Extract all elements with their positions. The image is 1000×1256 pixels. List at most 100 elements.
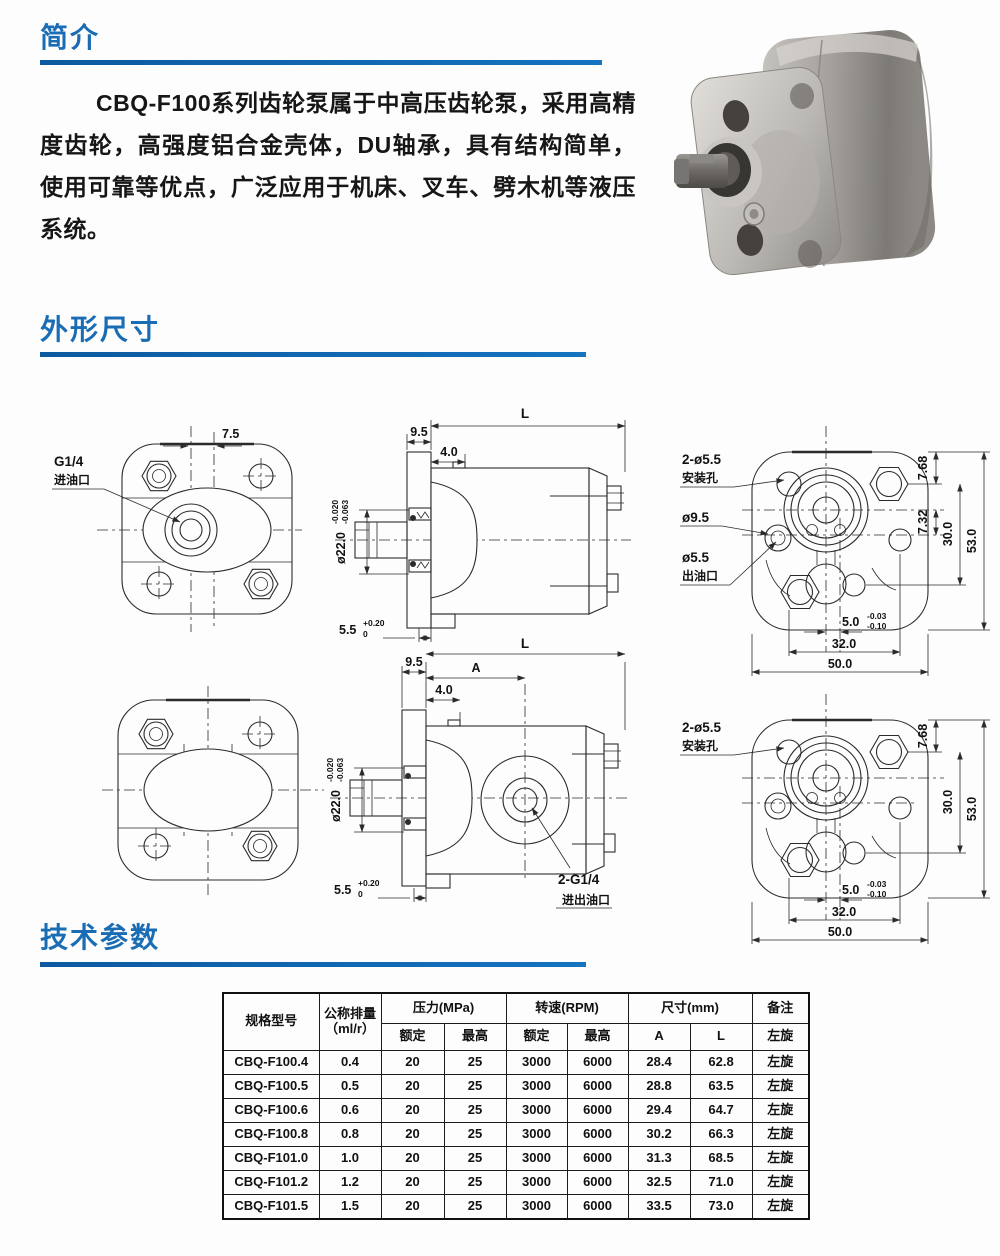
inlet-port-label: 进油口: [54, 472, 90, 487]
cell-p-max: 25: [443, 1121, 507, 1147]
cell-disp: 0.5: [318, 1073, 382, 1099]
dim-5-0: 5.0: [842, 883, 859, 897]
col-header-pressure: 压力(MPa): [380, 992, 507, 1024]
cell-remark: 左旋: [751, 1121, 810, 1147]
col-header-displacement-line2: （ml/r）: [325, 1020, 375, 1036]
cell-n-max: 6000: [566, 1049, 629, 1075]
dim-7-32: 7.32: [916, 510, 930, 534]
cell-n-rated: 3000: [505, 1169, 568, 1195]
cell-disp: 1.2: [318, 1169, 382, 1195]
cell-p-rated: 20: [380, 1193, 445, 1219]
cell-a: 31.3: [627, 1145, 691, 1171]
cell-l: 62.8: [689, 1049, 753, 1075]
cell-p-max: 25: [443, 1097, 507, 1123]
cell-l: 68.5: [689, 1145, 753, 1171]
cell-model: CBQ-F100.8: [222, 1121, 320, 1147]
dim-7-68: 7.68: [916, 456, 930, 480]
bolt-hex-bottom-left: [780, 574, 820, 610]
cell-n-rated: 3000: [505, 1145, 568, 1171]
cell-model: CBQ-F101.0: [222, 1145, 320, 1171]
cell-l: 66.3: [689, 1121, 753, 1147]
cell-n-rated: 3000: [505, 1193, 568, 1219]
drawing-side-view-top: L 9.5 4.0 ø22.0 -0.020 -0.063 5.5 +0.20 …: [325, 392, 637, 649]
bolt-hex-bottom-left: [780, 842, 820, 878]
mount-name-label: 安装孔: [682, 470, 718, 485]
dim-key: 5.5: [339, 623, 356, 637]
cell-n-rated: 3000: [505, 1121, 568, 1147]
dim-key-tol-upper: +0.20: [363, 618, 385, 628]
col-header-remark: 备注: [751, 992, 810, 1024]
cell-p-max: 25: [443, 1049, 507, 1075]
cell-disp: 0.8: [318, 1121, 382, 1147]
table-row: CBQ-F100.6 0.6 20 25 3000 6000 29.4 64.7…: [222, 1097, 810, 1123]
table-row: CBQ-F101.0 1.0 20 25 3000 6000 31.3 68.5…: [222, 1145, 810, 1171]
dim-5-0-tol-upper: -0.03: [867, 611, 887, 621]
cell-a: 33.5: [627, 1193, 691, 1219]
dim-7-68: 7.68: [916, 724, 930, 748]
cell-disp: 1.5: [318, 1193, 382, 1219]
dim-5-0-tol-upper: -0.03: [867, 879, 887, 889]
drawing-rear-view-bottom: 2-ø5.5 安装孔 7.68 30.0 53.0 5.0 -0.03 -0.1…: [676, 668, 998, 955]
dim-5-0-tol-lower: -0.10: [867, 621, 887, 631]
dim-shaft-dia: ø22.0: [329, 790, 343, 822]
product-photo: [672, 14, 944, 288]
cell-p-rated: 20: [380, 1121, 445, 1147]
intro-paragraph: CBQ-F100系列齿轮泵属于中高压齿轮泵，采用高精度齿轮，高强度铝合金壳体，D…: [40, 90, 636, 242]
dia-5-5-label: ø5.5: [682, 550, 710, 565]
bolt-hex-top-left: [138, 718, 174, 750]
dim-key-tol-upper: +0.20: [358, 878, 380, 888]
dim-4-0: 4.0: [440, 445, 457, 459]
cell-model: CBQ-F101.2: [222, 1169, 320, 1195]
cell-disp: 1.0: [318, 1145, 382, 1171]
cell-n-max: 6000: [566, 1193, 629, 1219]
cell-n-max: 6000: [566, 1169, 629, 1195]
intro-title: 简介: [40, 22, 101, 53]
params-title: 技术参数: [40, 922, 161, 953]
mount-holes-label: 2-ø5.5: [682, 720, 722, 735]
intro-rule: [40, 60, 602, 65]
subheader-pressure-rated: 额定: [380, 1022, 445, 1051]
dim-shaft-tol-lower: -0.063: [335, 758, 345, 782]
bolt-hex-top-left: [141, 460, 177, 492]
cell-model: CBQ-F100.4: [222, 1049, 320, 1075]
cell-n-max: 6000: [566, 1073, 629, 1099]
subheader-pressure-max: 最高: [443, 1022, 507, 1051]
drawing-front-view-top: 7.5 G1/4 进油口: [42, 398, 304, 645]
cell-a: 30.2: [627, 1121, 691, 1147]
dim-shaft-tol-upper: -0.020: [330, 500, 340, 524]
subheader-remark: 左旋: [751, 1022, 810, 1051]
cell-remark: 左旋: [751, 1073, 810, 1099]
dim-4-0: 4.0: [435, 683, 452, 697]
cell-remark: 左旋: [751, 1145, 810, 1171]
cell-l: 73.0: [689, 1193, 753, 1219]
mount-name-label: 安装孔: [682, 738, 718, 753]
col-header-displacement: 公称排量 （ml/r）: [318, 992, 382, 1051]
outline-title: 外形尺寸: [40, 314, 161, 345]
cell-a: 29.4: [627, 1097, 691, 1123]
dim-shaft-tol-upper: -0.020: [325, 758, 335, 782]
cell-model: CBQ-F101.5: [222, 1193, 320, 1219]
drawing-side-view-bottom: L 9.5 A 4.0 ø22.0 -0.020 -0.063 5.5 +0.2…: [320, 632, 660, 937]
cell-n-max: 6000: [566, 1121, 629, 1147]
dim-key: 5.5: [334, 883, 351, 897]
dim-5-0-tol-lower: -0.10: [867, 889, 887, 899]
cell-p-rated: 20: [380, 1145, 445, 1171]
cell-remark: 左旋: [751, 1097, 810, 1123]
cell-remark: 左旋: [751, 1169, 810, 1195]
dim-53-0: 53.0: [965, 797, 979, 821]
cell-l: 64.7: [689, 1097, 753, 1123]
port-thread-label: 2-G1/4: [558, 872, 600, 887]
cell-n-rated: 3000: [505, 1097, 568, 1123]
table-row: CBQ-F100.4 0.4 20 25 3000 6000 28.4 62.8…: [222, 1049, 810, 1075]
cell-l: 71.0: [689, 1169, 753, 1195]
gear-pump-photo-illustration: [674, 30, 936, 276]
dim-30-0: 30.0: [941, 522, 955, 546]
port-name-label: 进出油口: [562, 892, 610, 907]
cell-model: CBQ-F100.5: [222, 1073, 320, 1099]
dim-key-tol-lower: 0: [358, 889, 363, 899]
dim-30-0: 30.0: [941, 790, 955, 814]
dim-50-0: 50.0: [828, 925, 852, 939]
dim-L: L: [521, 636, 529, 651]
cell-n-rated: 3000: [505, 1073, 568, 1099]
inlet-thread-label: G1/4: [54, 454, 84, 469]
